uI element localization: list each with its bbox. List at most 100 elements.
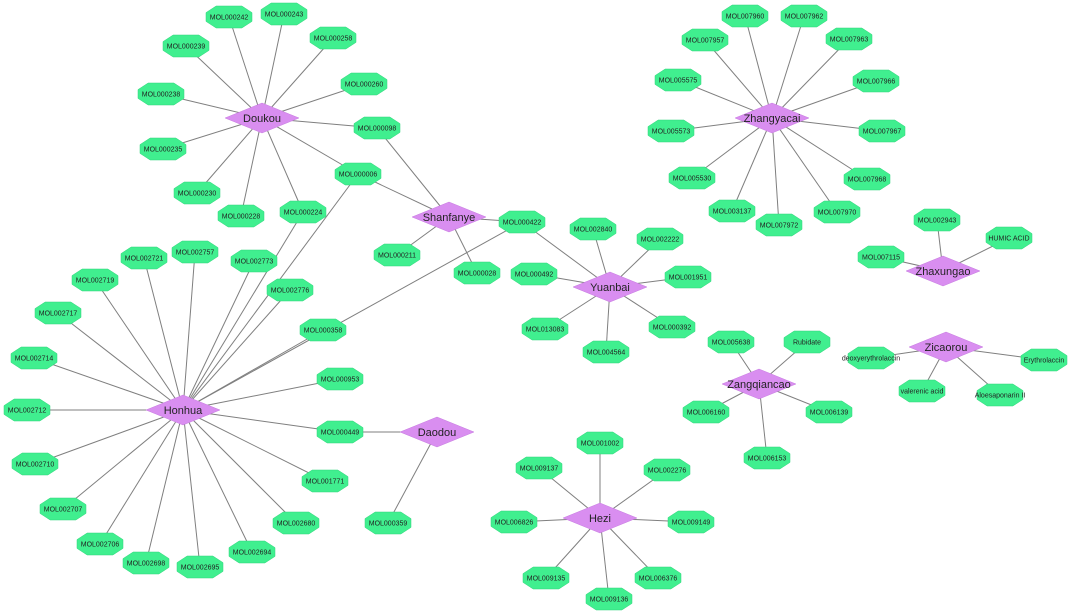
molecule-node[interactable]: MOL000449 [316, 420, 364, 444]
molecule-node[interactable]: MOL002714 [10, 346, 58, 370]
molecule-node[interactable]: MOL002721 [120, 246, 168, 270]
molecule-node[interactable]: MOL000224 [279, 200, 327, 224]
molecule-label: MOL002695 [181, 565, 220, 572]
molecule-node[interactable]: MOL006376 [634, 566, 682, 590]
molecule-node[interactable]: MOL000243 [260, 2, 308, 26]
herb-node-doukou[interactable]: Doukou [224, 102, 300, 134]
edge-zhangyacai-m7970 [771, 117, 838, 213]
molecule-octagon-shape [139, 137, 187, 161]
molecule-node[interactable]: MOL000260 [340, 72, 388, 96]
molecule-octagon-shape [205, 5, 253, 29]
molecule-node[interactable]: MOL002694 [228, 540, 276, 564]
molecule-octagon-shape [913, 208, 961, 232]
molecule-node[interactable]: MOL001771 [301, 469, 349, 493]
molecule-node[interactable]: MOL000422 [498, 210, 546, 234]
molecule-node[interactable]: MOL002680 [272, 511, 320, 535]
molecule-node[interactable]: MOL002717 [34, 301, 82, 325]
molecule-node[interactable]: MOL002707 [39, 497, 87, 521]
molecule-node[interactable]: MOL002698 [122, 551, 170, 575]
molecule-octagon-shape [569, 217, 617, 241]
molecule-node[interactable]: MOL002276 [643, 458, 691, 482]
molecule-node[interactable]: MOL013083 [521, 317, 569, 341]
molecule-node[interactable]: MOL002719 [71, 268, 119, 292]
molecule-node[interactable]: MOL000392 [648, 315, 696, 339]
molecule-node[interactable]: MOL000006 [334, 162, 382, 186]
molecule-node[interactable]: MOL000242 [205, 5, 253, 29]
molecule-node[interactable]: MOL003137 [708, 199, 756, 223]
molecule-node[interactable]: MOL007957 [681, 28, 729, 52]
molecule-node[interactable]: MOL002943 [913, 208, 961, 232]
herb-node-daodou[interactable]: Daodou [399, 416, 475, 448]
herb-node-zhaxungao[interactable]: Zhaxungao [905, 255, 981, 287]
molecule-node[interactable]: MOL002773 [230, 249, 278, 273]
molecule-node[interactable]: MOL006139 [805, 400, 853, 424]
molecule-node[interactable]: MOL007968 [843, 167, 891, 191]
molecule-node[interactable]: MOL000492 [510, 262, 558, 286]
molecule-node[interactable]: MOL000230 [173, 181, 221, 205]
molecule-node[interactable]: MOL007970 [813, 200, 861, 224]
molecule-node[interactable]: MOL007960 [721, 4, 769, 28]
molecule-node[interactable]: MOL000028 [453, 261, 501, 285]
molecule-node[interactable]: MOL007962 [780, 4, 828, 28]
molecule-node[interactable]: MOL002757 [171, 240, 219, 264]
molecule-node[interactable]: MOL006160 [682, 400, 730, 424]
herb-node-hezi[interactable]: Hezi [562, 502, 638, 534]
molecule-node[interactable]: MOL001951 [664, 265, 712, 289]
molecule-node[interactable]: Erythrolaccin [1020, 348, 1068, 372]
molecule-node[interactable]: MOL009137 [515, 456, 563, 480]
herb-node-honhua[interactable]: Honhua [145, 394, 221, 426]
molecule-octagon-shape [11, 452, 59, 476]
molecule-node[interactable]: MOL007972 [755, 213, 803, 237]
molecule-node[interactable]: MOL009136 [585, 587, 633, 611]
molecule-node[interactable]: MOL009149 [667, 510, 715, 534]
molecule-node[interactable]: MOL002222 [636, 227, 684, 251]
molecule-node[interactable]: MOL005638 [707, 330, 755, 354]
molecule-node[interactable]: Rubidate [783, 330, 831, 354]
molecule-node[interactable]: MOL005573 [647, 119, 695, 143]
molecule-node[interactable]: MOL000238 [137, 82, 185, 106]
molecule-node[interactable]: deoxyerythrolaccin [842, 346, 900, 370]
molecule-node[interactable]: MOL007115 [857, 245, 905, 269]
molecule-node[interactable]: MOL006153 [743, 446, 791, 470]
molecule-node[interactable]: MOL000953 [316, 367, 364, 391]
herb-node-zhangyacai[interactable]: Zhangyacai [734, 102, 810, 134]
molecule-node[interactable]: MOL000239 [162, 34, 210, 58]
molecule-node[interactable]: MOL005530 [668, 166, 716, 190]
molecule-octagon-shape [985, 226, 1033, 250]
molecule-label: MOL000224 [284, 210, 323, 217]
edge-doukou-m230 [196, 117, 263, 194]
herb-node-yuanbai[interactable]: Yuanbai [572, 271, 648, 303]
herb-node-zangqiancao[interactable]: Zangqiancao [721, 368, 797, 400]
molecule-node[interactable]: MOL002776 [266, 278, 314, 302]
molecule-node[interactable]: MOL002695 [176, 555, 224, 579]
molecule-node[interactable]: MOL007966 [852, 69, 900, 93]
molecule-node[interactable]: MOL007963 [825, 27, 873, 51]
molecule-node[interactable]: MOL005575 [654, 68, 702, 92]
molecule-node[interactable]: MOL004564 [582, 340, 630, 364]
molecule-node[interactable]: MOL007967 [858, 119, 906, 143]
molecule-node[interactable]: MOL002712 [3, 398, 51, 422]
molecule-node[interactable]: MOL002840 [569, 217, 617, 241]
edge-zhangyacai-m7957 [704, 39, 773, 119]
herb-label: Doukou [243, 113, 281, 125]
herb-node-shanfanye[interactable]: Shanfanye [411, 201, 487, 233]
molecule-node[interactable]: Aloesaponarin II [975, 383, 1026, 407]
molecule-node[interactable]: MOL000098 [353, 116, 401, 140]
molecule-node[interactable]: valerenic acid [898, 379, 946, 403]
molecule-node[interactable]: HUMIC ACID [985, 226, 1033, 250]
molecule-node[interactable]: MOL006826 [490, 510, 538, 534]
molecule-node[interactable]: MOL002710 [11, 452, 59, 476]
molecule-node[interactable]: MOL000228 [217, 204, 265, 228]
molecule-node[interactable]: MOL000358 [299, 318, 347, 342]
molecule-node[interactable]: MOL001002 [576, 431, 624, 455]
molecule-node[interactable]: MOL000258 [309, 26, 357, 50]
edge-zhangyacai-m7963 [771, 38, 850, 119]
molecule-node[interactable]: MOL000359 [364, 511, 412, 535]
molecule-node[interactable]: MOL000235 [139, 137, 187, 161]
molecule-node[interactable]: MOL002706 [76, 532, 124, 556]
herb-node-zicaorou[interactable]: Zicaorou [908, 331, 984, 363]
molecule-octagon-shape [299, 318, 347, 342]
molecule-node[interactable]: MOL000211 [373, 243, 421, 267]
molecule-label: MOL000260 [345, 82, 384, 89]
molecule-node[interactable]: MOL009135 [522, 566, 570, 590]
